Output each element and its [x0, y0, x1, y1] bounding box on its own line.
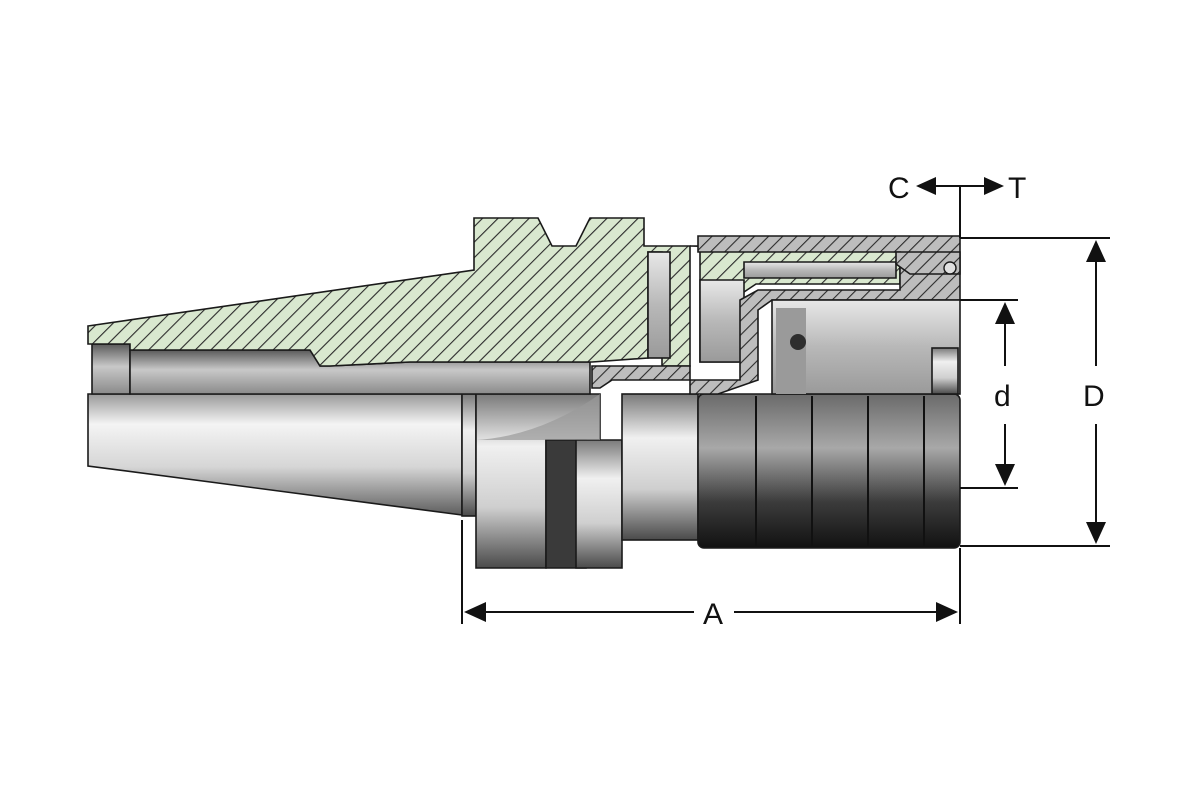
section-view	[87, 217, 961, 395]
label-t: T	[1008, 172, 1026, 205]
d-outer-arrow-top	[1086, 240, 1106, 262]
taper-bore	[91, 343, 131, 395]
neck	[621, 393, 699, 541]
collet-inner	[776, 308, 806, 394]
a-arrow-right	[936, 602, 958, 622]
dimensions: C T D d A	[461, 172, 1110, 631]
d-inner-arrow-top	[995, 302, 1015, 324]
label-d: d	[994, 380, 1011, 413]
taper-collar	[461, 393, 477, 517]
exterior-view	[87, 393, 961, 569]
taper-cone	[87, 393, 463, 516]
d-inner-arrow-bottom	[995, 464, 1015, 486]
flange-rear	[575, 439, 623, 569]
label-c: C	[888, 172, 910, 205]
nut-ball	[943, 261, 957, 275]
flange-curve	[476, 394, 600, 440]
clamping-nut	[697, 393, 961, 549]
label-D: D	[1083, 380, 1105, 413]
d-outer-arrow-bottom	[1086, 522, 1106, 544]
collet-front-ring	[931, 347, 959, 395]
inner-sleeve	[699, 279, 745, 363]
c-arrow-head	[916, 177, 936, 195]
a-arrow-left	[464, 602, 486, 622]
body-slot	[647, 251, 671, 359]
label-A: A	[703, 598, 723, 631]
t-arrow-head	[984, 177, 1004, 195]
collet-hole	[790, 334, 806, 350]
taper-section	[87, 217, 691, 367]
bore-plate	[591, 365, 691, 389]
coolant-channel	[743, 261, 897, 279]
